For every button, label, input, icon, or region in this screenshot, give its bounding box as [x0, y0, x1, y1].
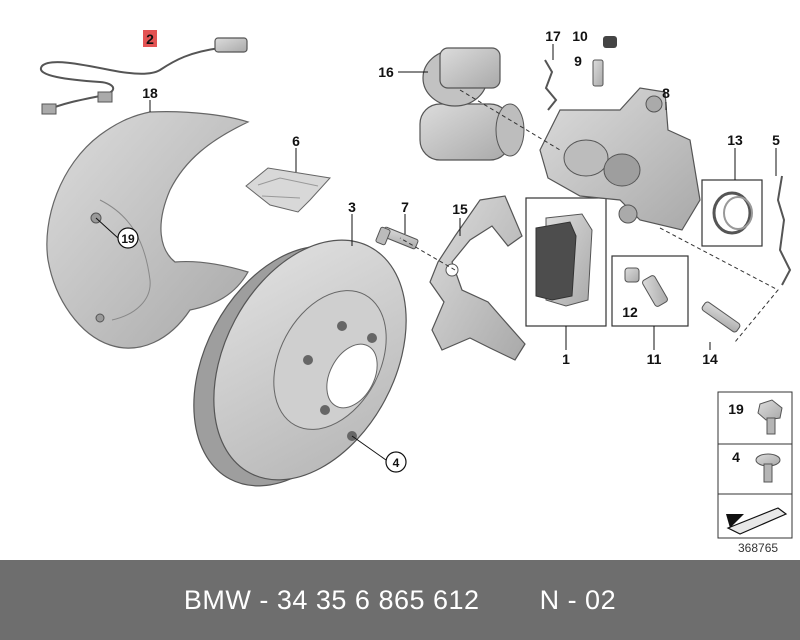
- callout-8: 8: [662, 85, 670, 101]
- brake-disc: [193, 239, 407, 487]
- callout-2-highlight: [143, 30, 157, 47]
- callout-11: 11: [647, 351, 662, 367]
- brake-pad-set: [525, 197, 607, 327]
- bleed-valve: [592, 36, 617, 87]
- callout-5: 5: [772, 132, 780, 148]
- callout-16: 16: [378, 64, 394, 80]
- callout-labels: 2 18 6 3 7 15 16 17 10 9 8 13 5 1 12 11 …: [117, 28, 780, 473]
- spring-clip: [544, 59, 558, 111]
- part-number: BMW - 34 35 6 865 612: [183, 584, 480, 615]
- guide-pin: [701, 301, 741, 333]
- exploded-brake-diagram: 2 18 6 3 7 15 16 17 10 9 8 13 5 1 12 11 …: [39, 28, 793, 539]
- grease-packet: [245, 167, 331, 213]
- callout-13: 13: [727, 132, 743, 148]
- bolt-7: [375, 226, 419, 250]
- wheel-speed-sensor: [39, 37, 248, 115]
- hardware-legend: 19 4: [717, 391, 793, 539]
- callout-4: 4: [393, 456, 400, 470]
- illustration-reference-number: 368765: [738, 541, 779, 555]
- legend-item-19: 19: [728, 401, 744, 417]
- callout-9: 9: [574, 53, 582, 69]
- callout-14: 14: [702, 351, 718, 367]
- part-number-footer: BMW - 34 35 6 865 612 N - 02: [0, 560, 800, 640]
- brake-caliper: [539, 87, 701, 231]
- callout-15: 15: [452, 201, 468, 217]
- callout-1: 1: [562, 351, 570, 367]
- anti-rattle-spring: [776, 175, 792, 286]
- direction-arrow-icon: [726, 507, 788, 535]
- countersunk-bolt-icon: [755, 453, 781, 483]
- revision-code: N - 02: [539, 584, 617, 615]
- caliper-carrier: [429, 195, 526, 361]
- callout-18: 18: [142, 85, 158, 101]
- parking-brake-motor: [419, 47, 525, 161]
- flange-bolt-icon: [757, 399, 783, 435]
- callout-10: 10: [572, 28, 588, 44]
- callout-12: 12: [622, 304, 638, 320]
- legend-item-4: 4: [732, 449, 740, 465]
- callout-7: 7: [401, 199, 409, 215]
- guide-sleeve-kit: [611, 255, 689, 327]
- callout-19-circle: [117, 227, 139, 249]
- callout-3: 3: [348, 199, 356, 215]
- callout-2: 2: [146, 31, 154, 47]
- callout-4-circle: [385, 451, 407, 473]
- callout-19: 19: [121, 232, 135, 246]
- piston-seal-kit: [701, 179, 763, 247]
- assembly-lines: [399, 89, 779, 343]
- callout-6: 6: [292, 133, 300, 149]
- brake-backing-plate: [46, 111, 250, 349]
- leader-lines: [95, 44, 777, 461]
- callout-17: 17: [545, 28, 561, 44]
